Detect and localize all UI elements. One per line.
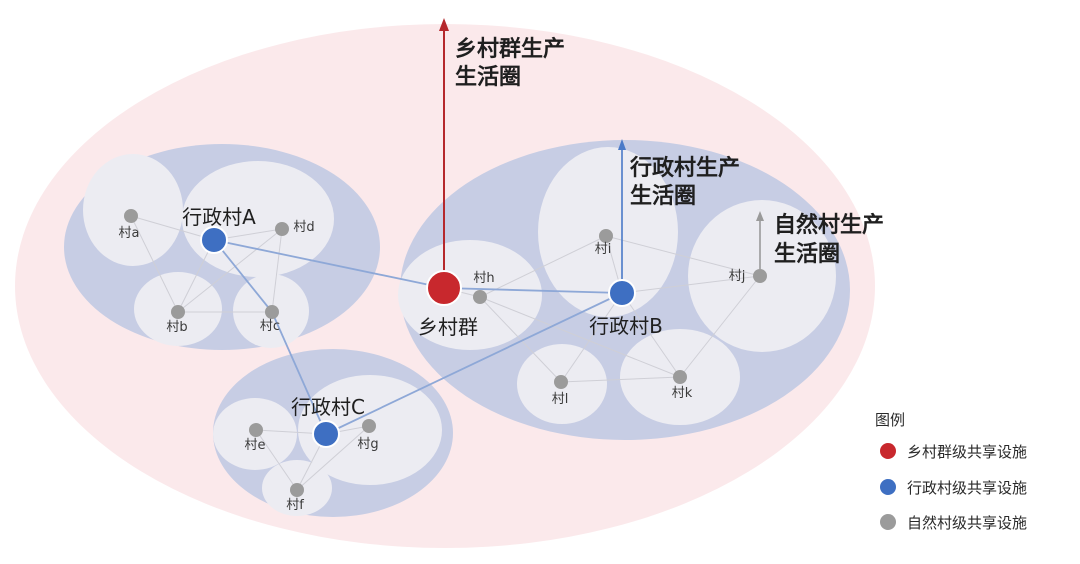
village-f-node [290, 483, 304, 497]
link-h-k [479, 296, 681, 378]
link-a-admin-a [130, 215, 215, 241]
village-k-label: 村k [672, 386, 693, 401]
village-e-label: 村e [245, 438, 266, 453]
link-e-f [255, 429, 298, 491]
village-l-node [554, 375, 568, 389]
village-f-label: 村f [286, 498, 304, 513]
village-j-node [753, 269, 767, 283]
village-i-label: 村i [595, 242, 612, 257]
village-a-label: 村a [119, 226, 140, 241]
natural-village-nodes [124, 209, 767, 497]
link-g-f [296, 425, 370, 491]
natural-circle-label-line1: 自然村生产 [774, 212, 884, 238]
admin-circle-arrowhead [618, 139, 626, 150]
link-d-c [271, 228, 283, 313]
admin-village-b-node [608, 279, 636, 307]
link-l-k [560, 376, 681, 383]
natural-circle-arrowhead [756, 211, 764, 221]
village-j-label: 村j [729, 269, 746, 284]
village-c-label: 村c [260, 319, 280, 334]
village-h-label: 村h [473, 271, 494, 286]
village-h-node [473, 290, 487, 304]
legend-township-swatch [880, 443, 896, 459]
link-admin-b-j [621, 275, 761, 294]
admin-village-b-label: 行政村B [589, 314, 663, 338]
village-e-node [249, 423, 263, 437]
village-c-node [265, 305, 279, 319]
village-i-node [599, 229, 613, 243]
link-admin-a-township [213, 239, 445, 289]
admin-village-c-node [312, 420, 340, 448]
township-circle-arrowhead [439, 18, 449, 31]
legend-township-label: 乡村群级共享设施 [907, 443, 1027, 461]
admin-village-a-node [200, 226, 228, 254]
link-admin-b-l [560, 292, 623, 383]
township-group-node [426, 270, 462, 306]
link-admin-b-k [621, 292, 681, 378]
village-l-label: 村l [552, 392, 569, 407]
legend-admin-swatch [880, 479, 896, 495]
link-d-b [177, 228, 283, 313]
admin-circle-label-line2: 生活圈 [630, 184, 696, 209]
link-admin-a-c [213, 239, 273, 313]
village-d-node [275, 222, 289, 236]
admin-circle-label-line1: 行政村生产 [629, 155, 740, 181]
link-j-k [679, 275, 761, 378]
village-d-label: 村d [293, 220, 314, 235]
legend-title: 图例 [875, 411, 905, 429]
admin-village-a-label: 行政村A [182, 205, 256, 229]
natural-circle-label-line2: 生活圈 [774, 242, 840, 267]
link-admin-c-admin-b [325, 292, 623, 435]
township-circle-label-line1: 乡村群生产 [455, 36, 565, 62]
link-township-admin-b [443, 287, 623, 294]
link-a-b [130, 215, 179, 313]
village-g-label: 村g [357, 437, 378, 452]
link-c-admin-c [271, 311, 327, 435]
legend: 图例 乡村群级共享设施 行政村级共享设施 自然村级共享设施 [875, 411, 1027, 532]
village-a-node [124, 209, 138, 223]
township-circle-label-line2: 生活圈 [455, 65, 521, 90]
village-b-label: 村b [166, 320, 187, 335]
township-group-label: 乡村群 [418, 315, 478, 339]
admin-village-c-label: 行政村C [291, 395, 365, 419]
legend-natural-label: 自然村级共享设施 [907, 514, 1027, 532]
link-h-i [479, 235, 607, 298]
link-h-l [479, 296, 562, 383]
village-k-node [673, 370, 687, 384]
legend-admin-label: 行政村级共享设施 [907, 479, 1027, 497]
legend-natural-swatch [880, 514, 896, 530]
village-b-node [171, 305, 185, 319]
link-i-j [605, 235, 761, 277]
admin-links [213, 239, 623, 435]
village-g-node [362, 419, 376, 433]
